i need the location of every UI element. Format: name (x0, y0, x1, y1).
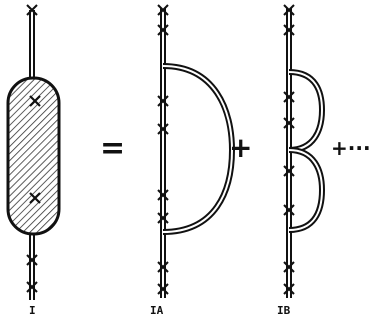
diagram-label-IA: IA (150, 304, 164, 317)
plus-sign: + (229, 131, 253, 164)
diagram-IB-cross-5 (283, 165, 295, 177)
diagram-IA-cross-8 (157, 283, 169, 295)
diagram-IB-cross-3 (283, 91, 295, 103)
diagram-IB-lower-arc (288, 147, 326, 233)
diagram-I-endpoint-bottom-2 (26, 281, 38, 293)
diagram-I-endpoint-top (26, 4, 38, 16)
diagram-I-hatched-blob (6, 76, 61, 236)
diagram-IA-arc (162, 63, 236, 235)
diagram-label-IB: IB (277, 304, 291, 317)
diagram-IA-cross-7 (157, 261, 169, 273)
diagram-IA-cross-4 (157, 123, 169, 135)
diagram-IB-cross-4 (283, 117, 295, 129)
diagram-I (6, 4, 61, 300)
diagram-IA-cross-2 (157, 24, 169, 36)
diagram-IB-upper-arc (288, 69, 326, 153)
equals-sign: = (100, 131, 126, 166)
diagram-I-vertex-bottom (29, 192, 41, 204)
diagram-IB-cross-6 (283, 204, 295, 216)
diagram-I-endpoint-bottom (26, 254, 38, 266)
diagram-IB-cross-2 (283, 24, 295, 36)
diagram-IB-cross-1 (283, 4, 295, 16)
diagram-IA-cross-5 (157, 189, 169, 201)
diagram-IB-cross-7 (283, 261, 295, 273)
diagram-IA-cross-6 (157, 212, 169, 224)
diagram-I-vertex-top (29, 95, 41, 107)
diagram-label-I: I (29, 304, 36, 317)
diagram-IA-cross-1 (157, 4, 169, 16)
diagram-IB-cross-8 (283, 283, 295, 295)
diagram-IB (283, 4, 326, 298)
diagram-IA-cross-3 (157, 95, 169, 107)
diagram-IA (157, 4, 236, 298)
plus-ellipsis: +··· (331, 136, 371, 160)
